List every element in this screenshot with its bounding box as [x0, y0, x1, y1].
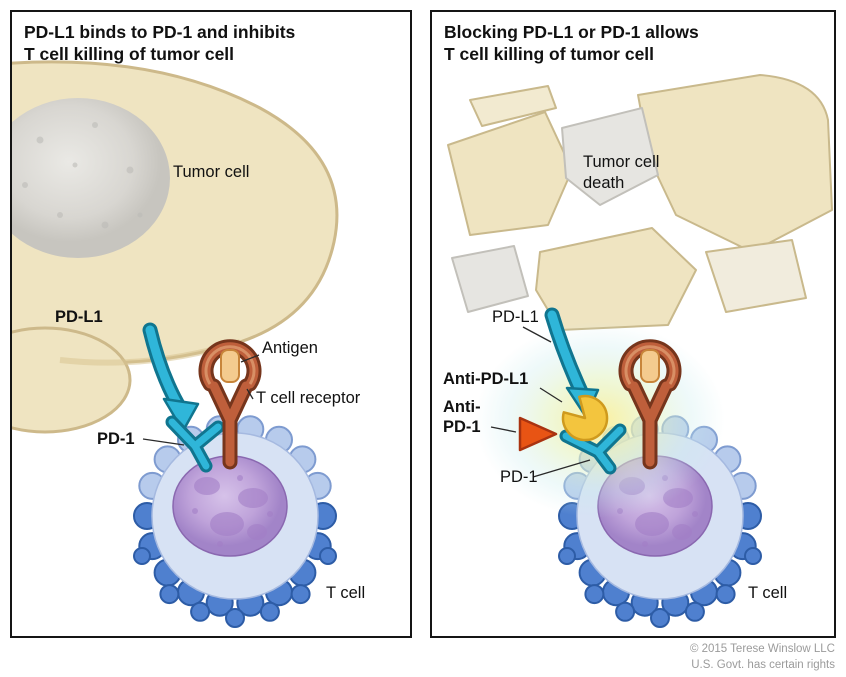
tumor-cell-nucleus: [12, 98, 170, 258]
anti-pd1-label-line2: PD-1: [443, 418, 481, 436]
pd1-receptor: [165, 415, 225, 473]
t-cell-label: T cell: [748, 584, 787, 602]
pdl1-arrowhead: [162, 397, 200, 433]
antigen-label: Antigen: [262, 339, 318, 357]
pdl1-ligand: [142, 322, 200, 433]
tumor-cell-lobe: [12, 326, 132, 434]
left-title-line2: T cell killing of tumor cell: [24, 44, 234, 64]
right-connector-lines: [490, 326, 591, 478]
fragment-gray: [561, 107, 659, 206]
anti-pdl1-label: Anti-PD-L1: [443, 370, 528, 388]
pd1-label: PD-1: [500, 468, 538, 486]
tumor-cell-death-label-line1: Tumor cell: [583, 153, 659, 171]
tumor-cell-death-label-line2: death: [583, 174, 624, 192]
right-title-line1: Blocking PD-L1 or PD-1 allows: [444, 22, 699, 42]
anti-pd1-label-line1: Anti-: [443, 398, 481, 416]
copyright-line2: U.S. Govt. has certain rights: [691, 659, 835, 671]
left-title-line1: PD-L1 binds to PD-1 and inhibits: [24, 22, 296, 42]
pd1-receptor: [559, 423, 627, 475]
pd1-label: PD-1: [97, 430, 135, 448]
tumor-cell-fragments: [447, 74, 833, 331]
anti-pd1-antibody: [518, 416, 558, 452]
pdl1-label: PD-L1: [55, 308, 103, 326]
copyright-line1: © 2015 Terese Winslow LLC: [690, 643, 835, 655]
tumor-nucleus-speckles: [22, 122, 143, 229]
pdl1-label: PD-L1: [492, 308, 539, 326]
tumor-cell-label: Tumor cell: [173, 163, 249, 181]
anti-pdl1-antibody: [561, 394, 609, 442]
t-cell-receptor-label: T cell receptor: [256, 389, 361, 407]
right-title-line2: T cell killing of tumor cell: [444, 44, 654, 64]
t-cell-label: T cell: [326, 584, 365, 602]
left-connector-lines: [142, 354, 260, 446]
